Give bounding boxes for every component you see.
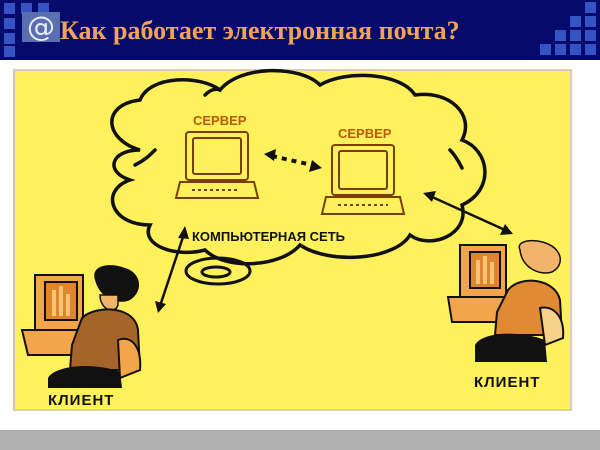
server-link-arrow bbox=[264, 149, 322, 172]
decor-square bbox=[585, 16, 596, 27]
client-link-arrow-right bbox=[423, 191, 513, 235]
at-sign-icon: @ bbox=[22, 12, 60, 42]
decor-square bbox=[585, 2, 596, 13]
network-label: КОМПЬЮТЕРНАЯ СЕТЬ bbox=[192, 229, 346, 244]
decor-square bbox=[4, 18, 15, 29]
server-computer-icon bbox=[320, 144, 406, 215]
decor-square bbox=[570, 16, 581, 27]
client-label-right: КЛИЕНТ bbox=[474, 374, 541, 391]
decor-square bbox=[540, 44, 551, 55]
cable-coil-icon bbox=[184, 256, 252, 286]
decor-square bbox=[585, 30, 596, 41]
server-computer-icon bbox=[174, 131, 260, 199]
decor-square bbox=[570, 30, 581, 41]
decor-square bbox=[38, 3, 49, 14]
decor-square bbox=[555, 44, 566, 55]
decor-square bbox=[4, 33, 15, 44]
decor-square bbox=[4, 46, 15, 57]
decor-square bbox=[21, 3, 32, 14]
client-link-arrow-left bbox=[155, 226, 189, 313]
client-label-left: КЛИЕНТ bbox=[48, 392, 115, 409]
decor-square bbox=[570, 44, 581, 55]
page-title: Как работает электронная почта? bbox=[60, 16, 460, 45]
decor-square bbox=[585, 44, 596, 55]
server-label: СЕРВЕР bbox=[193, 113, 247, 128]
server-label: СЕРВЕР bbox=[338, 126, 392, 141]
client-person-computer-icon-left bbox=[20, 265, 142, 388]
decor-square bbox=[555, 30, 566, 41]
footer-bar bbox=[0, 430, 600, 450]
network-cloud-icon bbox=[110, 68, 487, 266]
decor-square bbox=[4, 3, 15, 14]
client-person-computer-icon-right bbox=[446, 239, 565, 362]
title-bar: @ Как работает электронная почта? bbox=[0, 0, 600, 60]
